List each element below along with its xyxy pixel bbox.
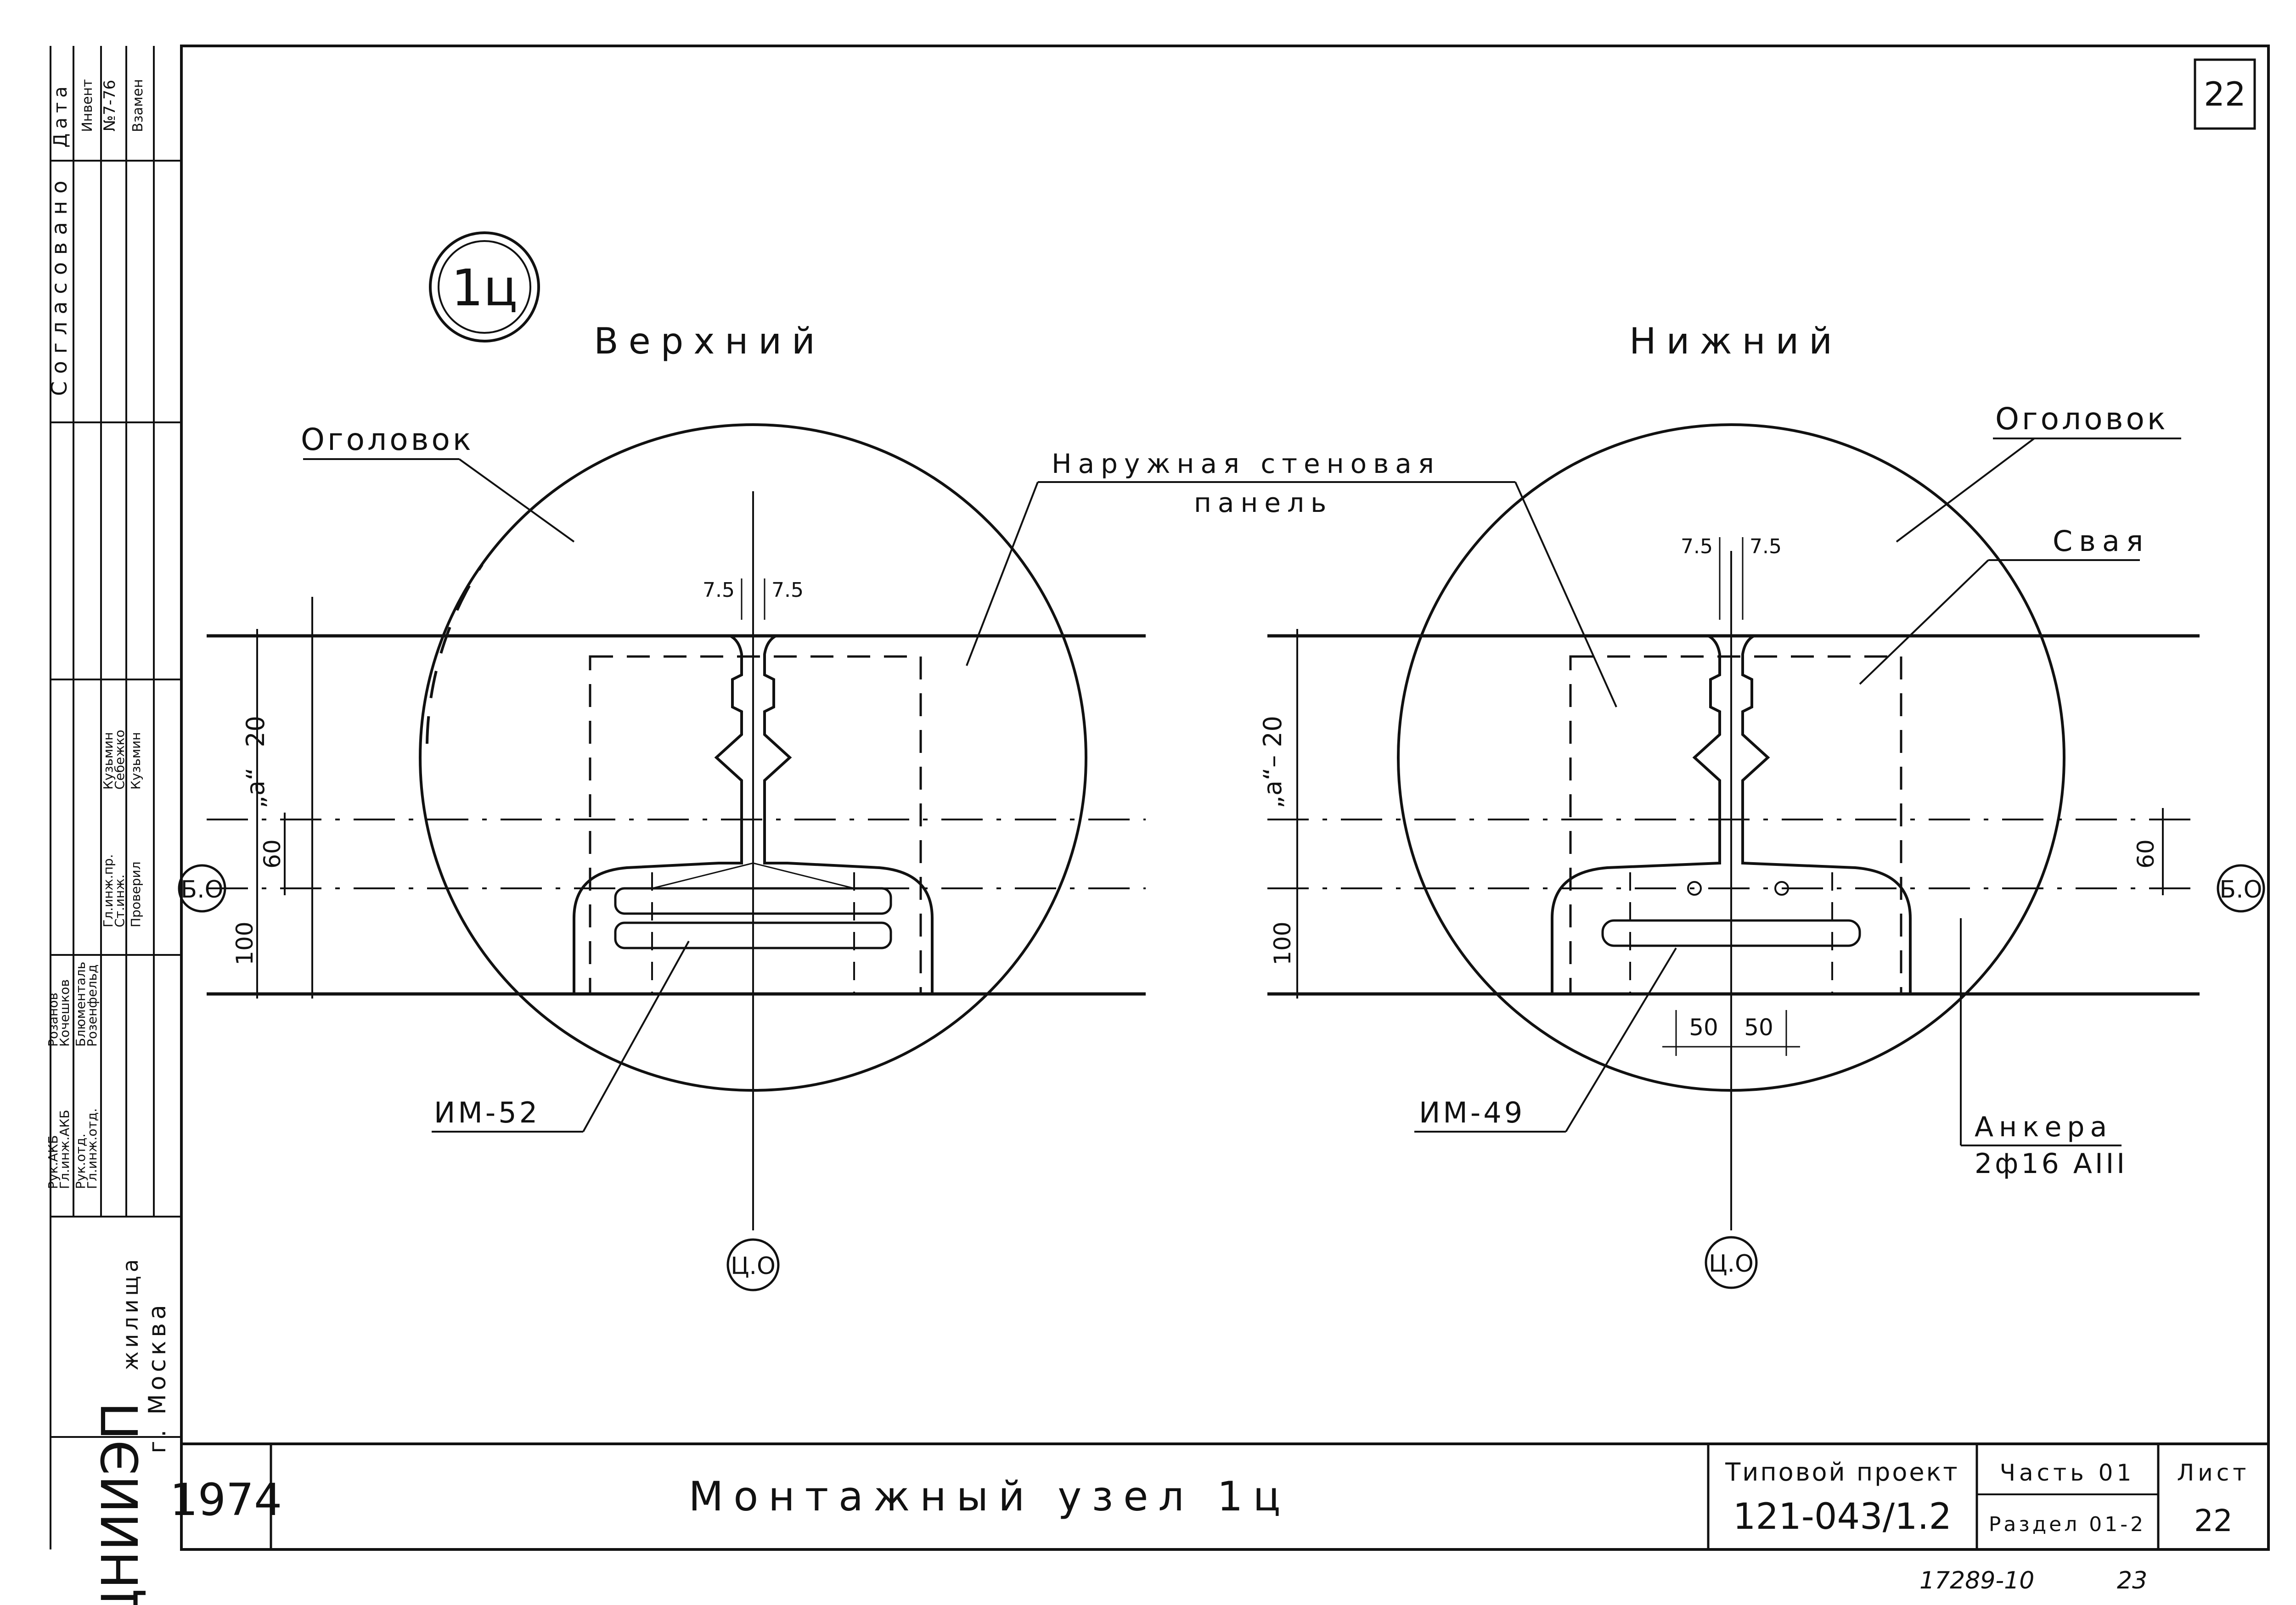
left-axis-bo: Б.О [180, 876, 223, 904]
right-dim-gap-right: 7.5 [1750, 535, 1782, 558]
left-label-head: Оголовок [301, 422, 474, 457]
left-view-title: Верхний [594, 321, 825, 362]
stamp-role: Гл.инж.отд. [84, 1108, 100, 1189]
left-dim-gap-left: 7.5 [703, 578, 735, 602]
stamp-name: Себежко [112, 730, 127, 790]
title-year: 1974 [170, 1474, 282, 1526]
right-axis-bo: Б.О [2219, 876, 2262, 904]
right-axis-co-bubble [1705, 1236, 1758, 1289]
stamp-name: Розанов [45, 993, 61, 1047]
stamp-role: Ст.инж. [112, 875, 127, 927]
stamp-header-date: Дата [50, 82, 71, 148]
title-section: Раздел 01-2 [1989, 1513, 2146, 1536]
right-label-head: Оголовок [1995, 401, 2168, 437]
right-part-mark: ИМ-49 [1419, 1096, 1525, 1129]
stamp-org-2: жилища [118, 1256, 143, 1370]
stamp-org-3: г. Москва [144, 1301, 171, 1453]
node-mark-text: 1ц [451, 258, 518, 317]
right-view: Нижний 50 50 7.5 7.5 [1258, 321, 2265, 1289]
node-mark: 1ц [429, 231, 540, 342]
stamp-org-logo: ЦНИИЭП [91, 1402, 150, 1605]
stamp-col-invent: Инвент [79, 79, 96, 132]
sheet-number-box [2194, 58, 2256, 130]
right-axis-bo-bubble [2217, 864, 2265, 913]
stamp-header-agreed: Согласовано [47, 174, 72, 396]
title-project-label: Типовой проект [1725, 1458, 1959, 1487]
stamp-name: Блюменталь [73, 962, 88, 1047]
right-dim-50-right: 50 [1744, 1014, 1773, 1041]
sheet-frame [180, 45, 2270, 1551]
right-dim-a: „a“– 20 [1258, 716, 1287, 808]
title-sheet-label: Лист [2177, 1459, 2250, 1486]
right-dim-100: 100 [1269, 921, 1296, 965]
left-label-panel-1: Наружная стеновая [1052, 448, 1441, 479]
side-stamp: Согласовано Дата Инвент №7-76 Взамен Рук… [45, 46, 181, 1605]
stamp-signature-rows: Рук.АКБ Розанов Гл.инж.АКБ Кочешков Рук.… [45, 730, 143, 1189]
stamp-role: Гл.инж.пр. [101, 854, 116, 927]
left-dim-a: „a“– 20 [241, 716, 270, 808]
right-axis-co: Ц.О [1709, 1250, 1754, 1278]
stamp-invent-no: №7-76 [101, 80, 119, 132]
stamp-role: Рук.АКБ [45, 1135, 61, 1189]
title-sheet-number: 22 [2194, 1503, 2233, 1538]
stamp-role: Рук.отд. [73, 1134, 88, 1189]
left-view: Верхний Оголовок Наружная стеновая [178, 321, 1515, 1291]
title-part: Часть 01 [2000, 1459, 2135, 1486]
left-dim-60: 60 [259, 839, 286, 869]
stamp-note: 17289-10 [1919, 1567, 2034, 1594]
title-main: Монтажный узел 1ц [688, 1473, 1290, 1520]
left-axis-bo-bubble [178, 864, 226, 913]
stamp-page: 23 [2117, 1567, 2147, 1594]
left-label-panel-2: панель [1194, 487, 1333, 518]
left-part-mark: ИМ-52 [434, 1096, 540, 1129]
left-dim-100: 100 [231, 921, 258, 965]
stamp-col-vzamen: Взамен [130, 79, 146, 132]
stamp-name: Кузьмин [101, 732, 116, 790]
stamp-name: Розенфельд [84, 965, 100, 1047]
left-axis-co-bubble [726, 1238, 780, 1291]
stamp-name: Кузьмин [128, 732, 143, 790]
left-axis-co: Ц.О [731, 1252, 776, 1280]
right-view-title: Нижний [1629, 321, 1842, 362]
right-label-pile: Свая [2053, 524, 2150, 558]
right-anchor-1: Анкера [1975, 1111, 2112, 1143]
title-project-number: 121-043/1.2 [1733, 1496, 1952, 1538]
right-dim-60: 60 [2133, 839, 2159, 869]
stamp-role: Проверил [128, 861, 143, 927]
right-dim-50-left: 50 [1689, 1014, 1718, 1041]
sheet-number-top: 22 [2204, 75, 2246, 113]
right-anchor-2: 2ф16 АIII [1975, 1148, 2127, 1180]
title-block: 1974 Монтажный узел 1ц Типовой проект 12… [170, 1442, 2268, 1549]
right-dim-gap-left: 7.5 [1681, 535, 1713, 558]
stamp-name: Кочешков [57, 979, 72, 1047]
stamp-role: Гл.инж.АКБ [57, 1110, 72, 1189]
left-dim-gap-right: 7.5 [771, 578, 804, 602]
